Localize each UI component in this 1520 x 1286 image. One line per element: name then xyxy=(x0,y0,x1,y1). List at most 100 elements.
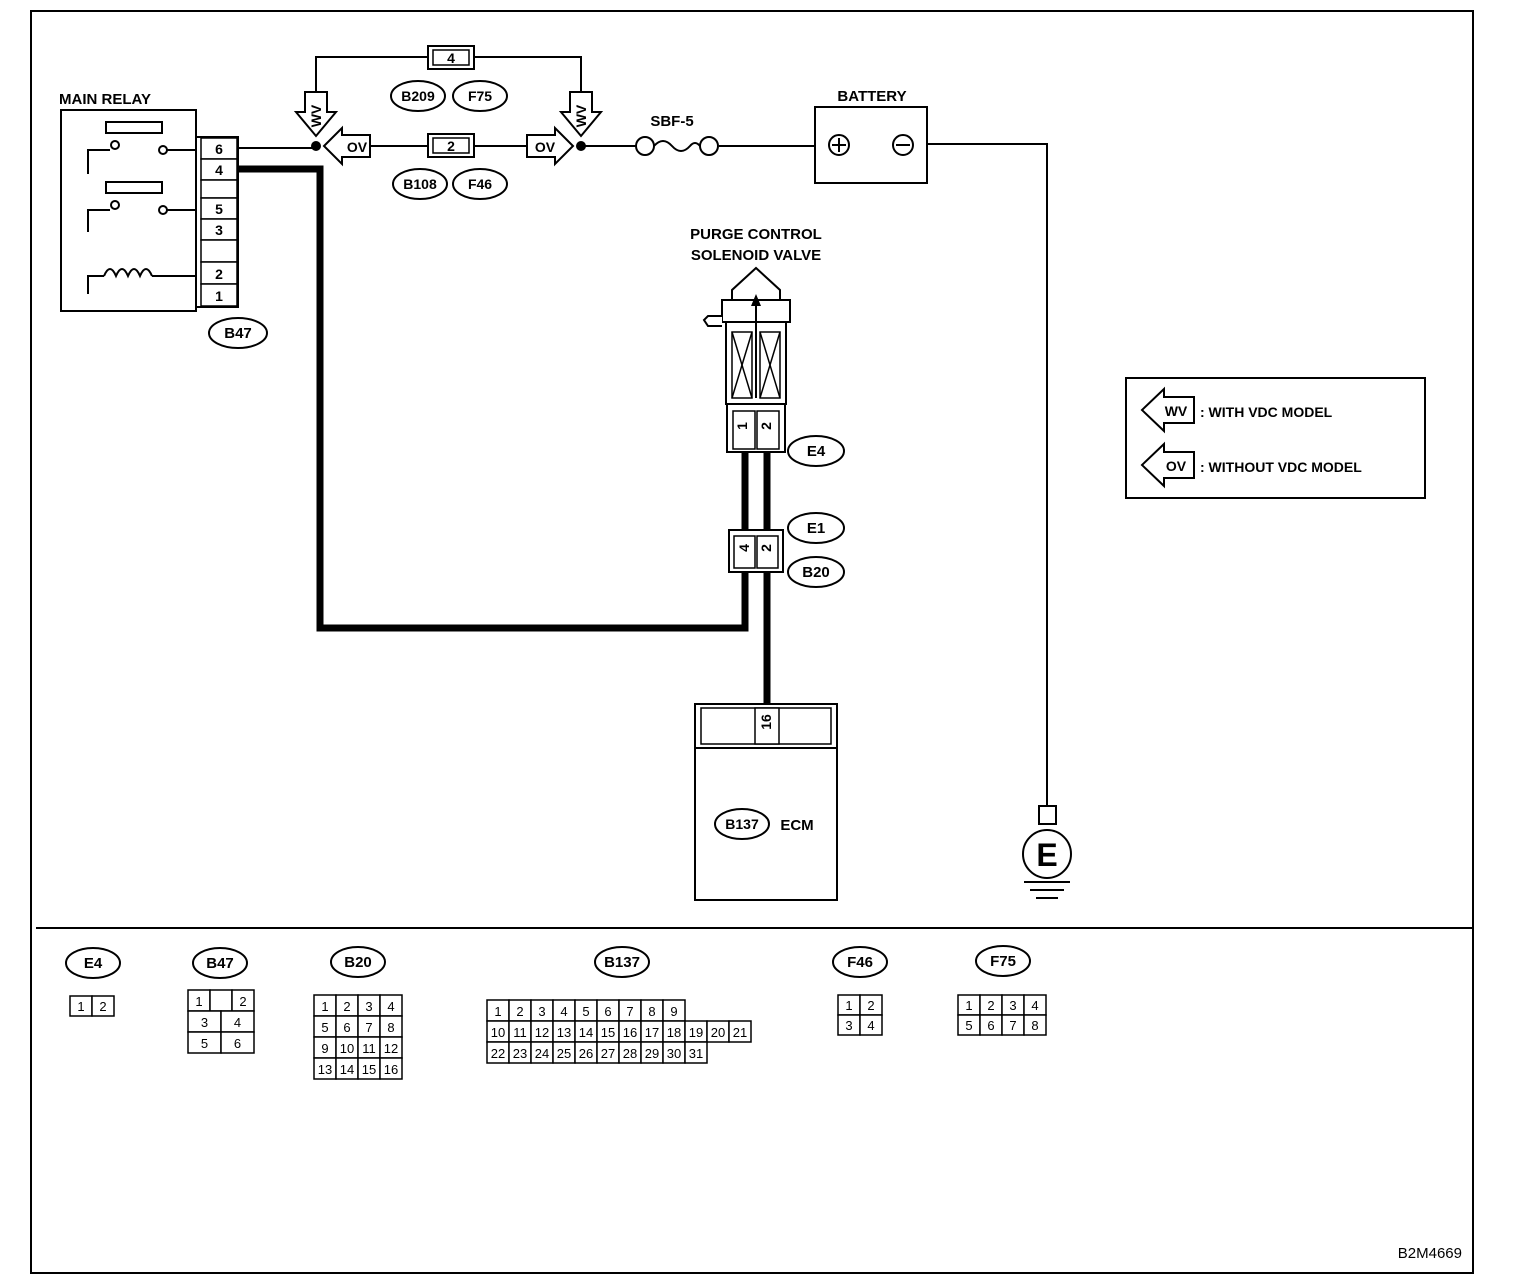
cavity-number: 11 xyxy=(362,1041,376,1056)
cavity-number: 22 xyxy=(491,1046,505,1061)
svg-text:WV: WV xyxy=(573,104,589,127)
cavity-number: 12 xyxy=(535,1025,549,1040)
cavity-number: 8 xyxy=(648,1004,655,1019)
cavity-number: 23 xyxy=(513,1046,527,1061)
legend-ov-text: : WITHOUT VDC MODEL xyxy=(1200,459,1362,475)
junction-dot xyxy=(576,141,586,151)
connector-cavity xyxy=(220,1031,255,1054)
svg-text:F46: F46 xyxy=(468,176,492,192)
svg-text:2: 2 xyxy=(758,544,774,552)
cavity-number: 7 xyxy=(1009,1018,1016,1033)
cavity-number: 16 xyxy=(623,1025,637,1040)
cavity-number: 10 xyxy=(491,1025,505,1040)
relay-pin: 5 xyxy=(215,201,223,217)
cavity-number: 1 xyxy=(321,999,328,1014)
connector-cavity xyxy=(1023,1014,1047,1036)
cavity-number: 3 xyxy=(201,1015,208,1030)
cavity-number: 10 xyxy=(340,1041,354,1056)
battery: BATTERY xyxy=(814,88,928,184)
wv-arrow-left: WV xyxy=(295,91,337,137)
svg-text:E1: E1 xyxy=(807,520,825,537)
tag-e4: E4 xyxy=(787,435,845,467)
connector-cavity xyxy=(728,1020,752,1043)
fuse-sbf5: SBF-5 xyxy=(635,113,719,156)
cavity-number: 12 xyxy=(384,1041,398,1056)
svg-text:E4: E4 xyxy=(807,443,826,460)
cavity-number: 6 xyxy=(234,1036,241,1051)
cavity-number: 11 xyxy=(513,1025,527,1040)
main-relay: MAIN RELAY 6 4 5 3 2 1 xyxy=(59,91,239,312)
connector-cavity xyxy=(209,989,233,1012)
cavity-number: 15 xyxy=(601,1025,615,1040)
relay-pin: 3 xyxy=(215,222,223,238)
cavity-number: 2 xyxy=(239,994,246,1009)
tag-b47: B47 xyxy=(208,317,268,349)
svg-text:OV: OV xyxy=(347,139,368,155)
legend-wv-icon: WV xyxy=(1140,386,1195,434)
cavity-number: 4 xyxy=(1031,998,1038,1013)
cavity-number: 1 xyxy=(77,999,84,1014)
cavity-number: 24 xyxy=(535,1046,549,1061)
main-relay-label: MAIN RELAY xyxy=(59,91,151,108)
wv-arrow-right: WV xyxy=(560,91,602,137)
cavity-number: 14 xyxy=(340,1062,354,1077)
ecm-label: ECM xyxy=(780,817,813,834)
cavity-number: 7 xyxy=(365,1020,372,1035)
relay-pin: 6 xyxy=(215,141,223,157)
cavity-number: 13 xyxy=(557,1025,571,1040)
cavity-number: 21 xyxy=(733,1025,747,1040)
ecm: 16 B137 ECM xyxy=(694,703,838,901)
cavity-number: 1 xyxy=(494,1004,501,1019)
cavity-number: 15 xyxy=(362,1062,376,1077)
cavity-number: 8 xyxy=(1031,1018,1038,1033)
cavity-number: 29 xyxy=(645,1046,659,1061)
cavity-number: 2 xyxy=(867,998,874,1013)
cavity-number: 16 xyxy=(384,1062,398,1077)
cavity-number: 14 xyxy=(579,1025,593,1040)
svg-text:WV: WV xyxy=(308,104,324,127)
connector-wv-pin: 4 xyxy=(427,45,475,70)
relay-pin: 2 xyxy=(215,266,223,282)
connector-cavity xyxy=(684,1041,708,1064)
connector-e1-b20: 4 2 xyxy=(728,529,784,573)
tag-f75: F75 xyxy=(452,80,508,112)
svg-text:PURGE CONTROL: PURGE CONTROL xyxy=(690,226,822,243)
cavity-number: 8 xyxy=(387,1020,394,1035)
cavity-number: 13 xyxy=(318,1062,332,1077)
connector-cavity xyxy=(91,995,115,1017)
connector-ov-pin: 2 xyxy=(427,133,475,158)
cavity-number: 27 xyxy=(601,1046,615,1061)
connector-view-label: B137 xyxy=(604,954,640,971)
connector-cavity xyxy=(859,1014,883,1036)
cavity-number: 5 xyxy=(965,1018,972,1033)
svg-text:B20: B20 xyxy=(802,564,830,581)
cavity-number: 3 xyxy=(365,999,372,1014)
svg-text:B209: B209 xyxy=(401,88,435,104)
cavity-number: 9 xyxy=(321,1041,328,1056)
cavity-number: 3 xyxy=(1009,998,1016,1013)
tag-f46: F46 xyxy=(452,168,508,200)
cavity-number: 20 xyxy=(711,1025,725,1040)
cavity-number: 6 xyxy=(604,1004,611,1019)
cavity-number: 2 xyxy=(99,999,106,1014)
figure-code: B2M4669 xyxy=(1398,1245,1462,1262)
tag-b137: B137 xyxy=(725,816,759,832)
cavity-number: 9 xyxy=(670,1004,677,1019)
svg-text:F75: F75 xyxy=(468,88,492,104)
cavity-number: 4 xyxy=(560,1004,567,1019)
cavity-number: 18 xyxy=(667,1025,681,1040)
cavity-number: 1 xyxy=(195,994,202,1009)
outer-frame xyxy=(30,10,1474,1274)
connector-view-label: E4 xyxy=(84,955,103,972)
ground-icon: E xyxy=(1022,805,1072,899)
cavity-number: 3 xyxy=(845,1018,852,1033)
cavity-number: 1 xyxy=(965,998,972,1013)
legend: WV : WITH VDC MODEL OV : WITHOUT VDC MOD… xyxy=(1125,377,1426,499)
svg-text:SOLENOID VALVE: SOLENOID VALVE xyxy=(691,247,821,264)
